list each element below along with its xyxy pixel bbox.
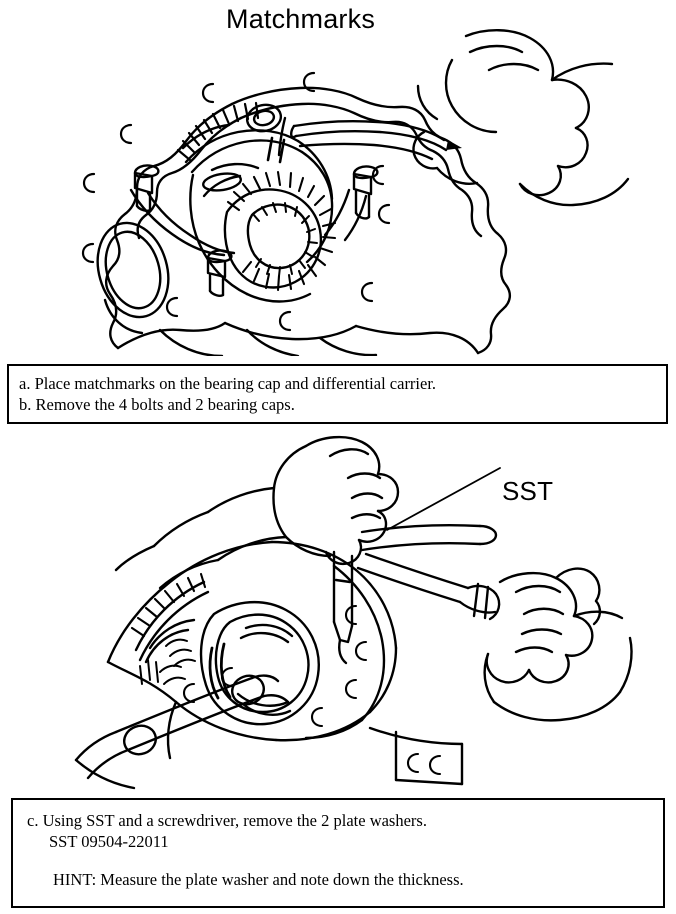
sst-instruction-box: c. Using SST and a screwdriver, remove t… [11, 798, 665, 908]
differential-carrier-matchmarks-illustration [0, 0, 676, 356]
matchmarks-label: Matchmarks [226, 4, 376, 34]
sst-plate-washer-removal-illustration [0, 432, 676, 792]
instruction-line-hint: HINT: Measure the plate washer and note … [53, 870, 464, 889]
sst-label: SST [502, 476, 554, 506]
instruction-line-b: b. Remove the 4 bolts and 2 bearing caps… [19, 395, 295, 414]
instruction-line-spacer [27, 852, 663, 869]
instruction-line-a: a. Place matchmarks on the bearing cap a… [19, 374, 437, 393]
matchmarks-instruction-box: a. Place matchmarks on the bearing cap a… [7, 364, 668, 424]
matchmarks-line-art [81, 29, 630, 356]
sst-line-art [74, 435, 633, 790]
instruction-line-c: c. Using SST and a screwdriver, remove t… [27, 811, 427, 830]
instruction-line-sst-number: SST 09504-22011 [49, 832, 169, 851]
